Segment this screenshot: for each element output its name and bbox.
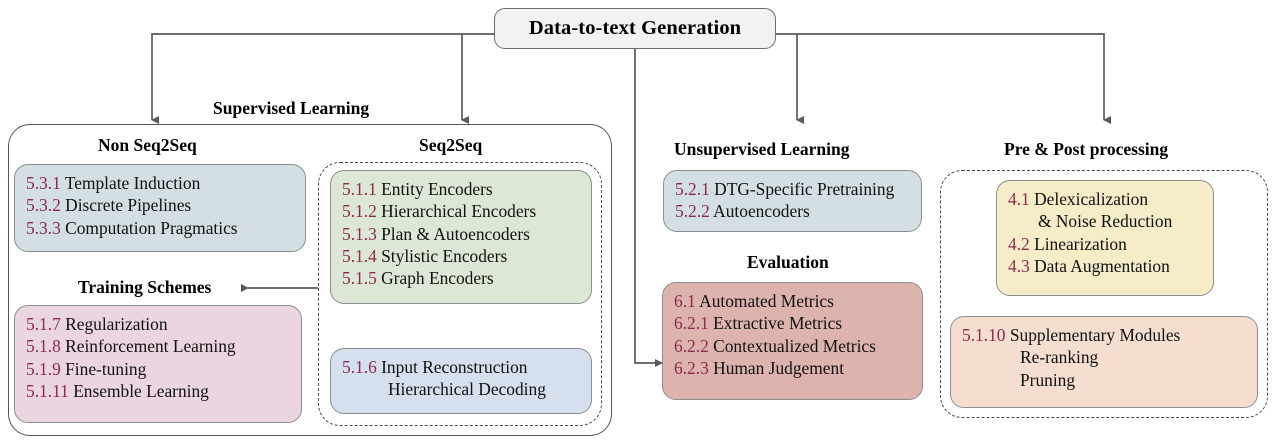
caption-pre-post-processing: Pre & Post processing [1004,139,1169,159]
item-label: Input Reconstruction [381,357,528,377]
list-item: 5.1.3 Plan & Autoencoders [342,223,580,245]
section-number: 6.2.2 [674,335,714,356]
item-label: Graph Encoders [381,268,494,289]
list-item: 5.1.4 Stylistic Encoders [342,245,580,267]
item-label: Fine-tuning [65,358,147,379]
item-label: Computation Pragmatics [65,217,238,238]
list-item: 5.1.7 Regularization [26,313,290,335]
section-number: 5.1.3 [342,223,382,244]
item-label: Entity Encoders [381,179,493,199]
list-item: 6.2.3 Human Judgement [674,357,911,379]
item-label: Autoencoders [713,201,810,222]
container-pre-post-processing [940,170,1268,418]
list-item: Pruning [962,369,1246,391]
list-item: 5.2.2 Autoencoders [675,200,910,222]
list-item: 5.1.2 Hierarchical Encoders [342,200,580,222]
section-number: 4.3 [1008,256,1035,277]
section-number: 5.2.1 [675,179,715,199]
list-item: 5.3.1 Template Induction [26,172,294,194]
item-label: Supplementary Modules [1009,325,1181,345]
item-label: Reinforcement Learning [65,336,236,357]
list-item: 5.3.2 Discrete Pipelines [26,194,294,216]
list-item: Re-ranking [962,346,1246,368]
section-number: 5.2.2 [675,201,714,222]
section-number: 4.2 [1008,233,1035,254]
caption-unsupervised-learning: Unsupervised Learning [674,139,850,159]
item-label: Contextualized Metrics [713,335,876,356]
item-label: Plan & Autoencoders [381,223,530,244]
list-item: 5.1.8 Reinforcement Learning [26,335,290,357]
list-item: 6.2.2 Contextualized Metrics [674,335,911,357]
item-label: Extractive Metrics [713,313,843,334]
item-label: & Noise Reduction [1038,211,1173,232]
item-label: DTG-Specific Pretraining [714,179,895,199]
caption-non-seq2seq: Non Seq2Seq [98,135,197,155]
container-seq2seq [318,162,602,426]
list-item: 5.1.9 Fine-tuning [26,358,290,380]
section-number: 6.2.1 [674,313,714,334]
list-item: 6.2.1 Extractive Metrics [674,312,911,334]
list-item: & Noise Reduction [1008,210,1202,232]
item-label: Discrete Pipelines [65,195,192,216]
section-number: 5.1.1 [342,179,382,199]
section-number: 5.1.5 [342,268,382,289]
item-label: Re-ranking [1020,347,1099,368]
list-item: 6.1 Automated Metrics [674,290,911,312]
item-label: Human Judgement [713,358,845,379]
list-item: 5.1.5 Graph Encoders [342,267,580,289]
section-number: 5.3.2 [26,195,66,216]
item-label: Ensemble Learning [73,381,209,402]
item-label: Stylistic Encoders [381,246,508,267]
section-number: 5.3.1 [26,173,65,193]
section-number: 6.2.3 [674,358,714,379]
root-node-data-to-text-generation[interactable]: Data-to-text Generation [494,8,776,49]
section-number: 5.1.10 [962,325,1010,345]
item-label: Hierarchical Decoding [388,379,546,400]
caption-seq2seq: Seq2Seq [419,135,483,155]
section-number: 5.1.11 [26,381,74,402]
caption-supervised-learning: Supervised Learning [213,98,370,118]
item-label: Pruning [1020,369,1076,390]
list-item: 5.1.10 Supplementary Modules [962,324,1246,346]
item-label: Linearization [1034,233,1127,254]
section-number: 5.1.2 [342,201,382,222]
section-number: 5.1.6 [342,357,382,377]
item-label: Template Induction [64,173,201,193]
list-item: 5.1.6 Input Reconstruction [342,356,580,378]
section-number: 6.1 [674,291,700,311]
section-number: 5.3.3 [26,217,66,238]
section-number: 4.1 [1008,189,1035,209]
list-item: Hierarchical Decoding [342,378,580,400]
item-label: Data Augmentation [1034,256,1170,277]
caption-evaluation: Evaluation [747,252,829,272]
list-item: 4.3 Data Augmentation [1008,255,1202,277]
caption-training-schemes: Training Schemes [78,277,212,297]
item-label: Automated Metrics [699,291,834,311]
list-item: 4.2 Linearization [1008,233,1202,255]
container-supervised-learning [8,124,612,436]
list-item: 5.3.3 Computation Pragmatics [26,217,294,239]
section-number: 5.1.7 [26,314,66,334]
item-label: Regularization [65,314,168,334]
list-item: 4.1 Delexicalization [1008,188,1202,210]
list-item: 5.1.11 Ensemble Learning [26,380,290,402]
list-item: 5.2.1 DTG-Specific Pretraining [675,178,910,200]
item-label: Hierarchical Encoders [381,201,537,222]
item-label: Delexicalization [1034,189,1149,209]
section-number: 5.1.8 [26,336,66,357]
section-number: 5.1.4 [342,246,382,267]
section-number: 5.1.9 [26,358,66,379]
list-item: 5.1.1 Entity Encoders [342,178,580,200]
